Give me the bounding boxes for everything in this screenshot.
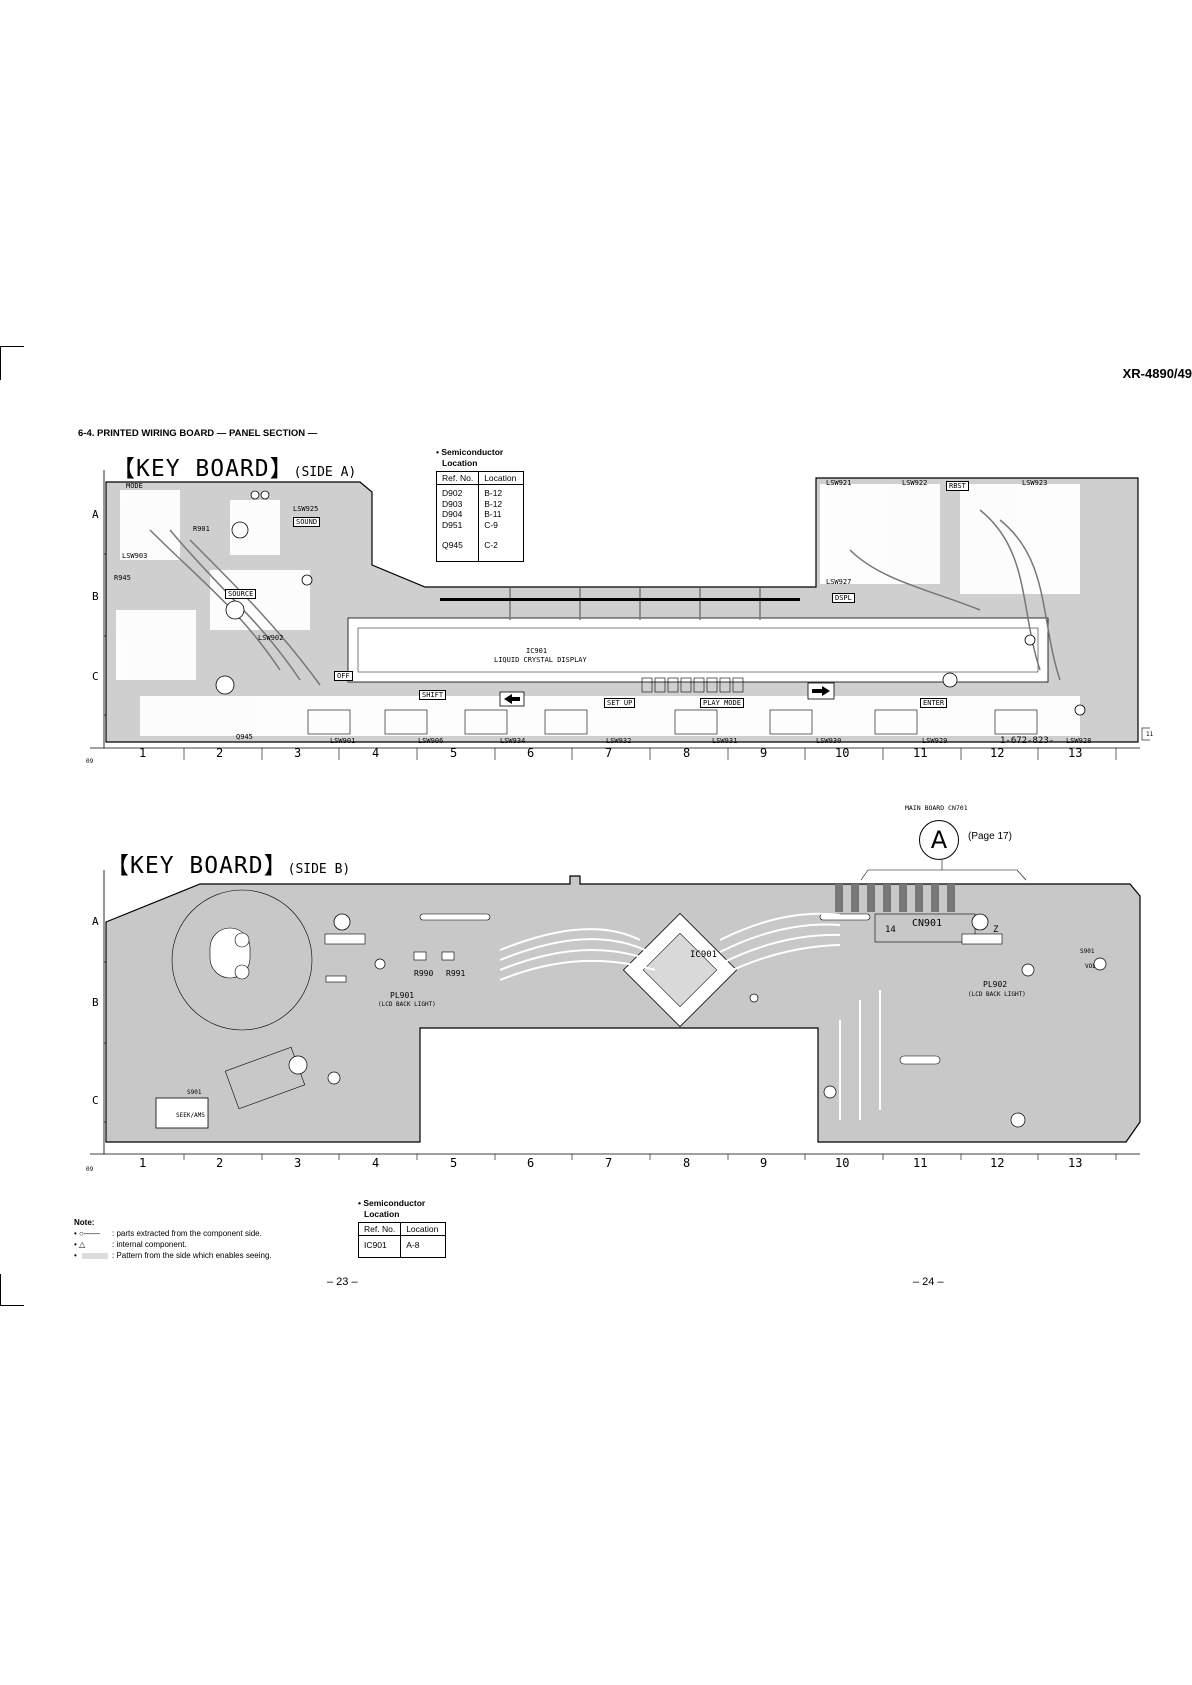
side-b-col-location: Location <box>400 1222 447 1236</box>
note-item-3: • : Pattern from the side which enables s… <box>74 1250 272 1261</box>
loc-cell: B-12 B-12 B-11 C-9 C-2 <box>478 484 525 562</box>
note-1-text: : parts extracted from the component sid… <box>112 1229 262 1238</box>
note-3-text: : Pattern from the side which enables se… <box>112 1251 272 1260</box>
crop-mark-top-left-h <box>0 346 24 347</box>
ref-q945: Q945 <box>442 540 463 550</box>
connector-letter: A <box>930 826 948 854</box>
loc-d904: B-11 <box>484 509 502 519</box>
note-3-symbol: • <box>74 1251 77 1260</box>
col-location: Location <box>478 471 525 485</box>
side-a-title: 【KEY BOARD】(SIDE A) <box>112 449 356 483</box>
side-b-pcb-drawing <box>90 860 1141 1160</box>
loc-ic901: A-8 <box>400 1235 447 1258</box>
page-number-left: – 23 – <box>327 1276 358 1288</box>
connector-caption: MAIN BOARD CN701 <box>905 804 968 812</box>
note-2-symbol: • △ <box>74 1240 86 1249</box>
note-item-2: • △ : internal component. <box>74 1239 272 1250</box>
semiconductor-subheading: Location <box>442 458 478 468</box>
ref-cell: D902 D903 D904 D951 Q945 <box>435 484 480 562</box>
loc-d951: C-9 <box>484 519 498 530</box>
corner-label-b: 09 <box>86 1166 94 1173</box>
crop-mark-bottom-left-h <box>0 1305 24 1306</box>
section-title: 6-4. PRINTED WIRING BOARD — PANEL SECTIO… <box>78 428 318 439</box>
side-b-board-name: 【KEY BOARD】 <box>106 853 288 879</box>
notes-block: Note: • ○—— : parts extracted from the co… <box>74 1217 272 1261</box>
side-b-col-ref-no: Ref. No. <box>357 1222 402 1236</box>
connector-page-ref: (Page 17) <box>968 831 1012 842</box>
crop-mark-bottom-left-v <box>0 1274 1 1306</box>
loc-q945: C-2 <box>484 540 498 550</box>
side-b-semiconductor-block: • Semiconductor Location Ref. No. Locati… <box>357 1198 447 1258</box>
side-a-semiconductor-block: • Semiconductor Location Ref. No. Locati… <box>435 447 525 562</box>
ref-d903: D903 <box>442 498 463 509</box>
ref-d904: D904 <box>442 509 463 519</box>
ref-ic901: IC901 <box>357 1235 402 1258</box>
col-ref-no: Ref. No. <box>435 471 480 485</box>
side-a-side-label: (SIDE A) <box>293 465 357 480</box>
side-a-board-name: 【KEY BOARD】 <box>112 456 294 482</box>
page-number-right: – 24 – <box>913 1276 944 1288</box>
side-b-title: 【KEY BOARD】(SIDE B) <box>106 846 350 880</box>
side-a-pcb-drawing <box>90 470 1150 760</box>
side-b-semiconductor-subheading: Location <box>364 1209 400 1219</box>
loc-d903: B-12 <box>484 498 503 509</box>
loc-d902: B-12 <box>484 488 503 498</box>
side-b-side-label: (SIDE B) <box>287 862 351 877</box>
semiconductor-heading: • Semiconductor <box>436 447 504 457</box>
model-number: XR-4890/49 <box>1122 366 1192 381</box>
note-1-symbol: • ○—— <box>74 1229 100 1238</box>
note-2-text: : internal component. <box>112 1240 187 1249</box>
connector-circle: A <box>919 820 959 860</box>
ref-d951: D951 <box>442 519 463 530</box>
notes-title: Note: <box>74 1218 95 1227</box>
side-b-semiconductor-heading: • Semiconductor <box>358 1198 426 1208</box>
pattern-swatch <box>82 1252 108 1259</box>
crop-mark-top-left-v <box>0 346 1 380</box>
side-a-semiconductor-table: Ref. No. Location D902 D903 D904 D951 Q9… <box>435 471 525 562</box>
ref-d902: D902 <box>442 488 463 498</box>
side-b-semiconductor-table: Ref. No. Location IC901 A-8 <box>357 1222 447 1258</box>
note-item-1: • ○—— : parts extracted from the componen… <box>74 1228 272 1239</box>
